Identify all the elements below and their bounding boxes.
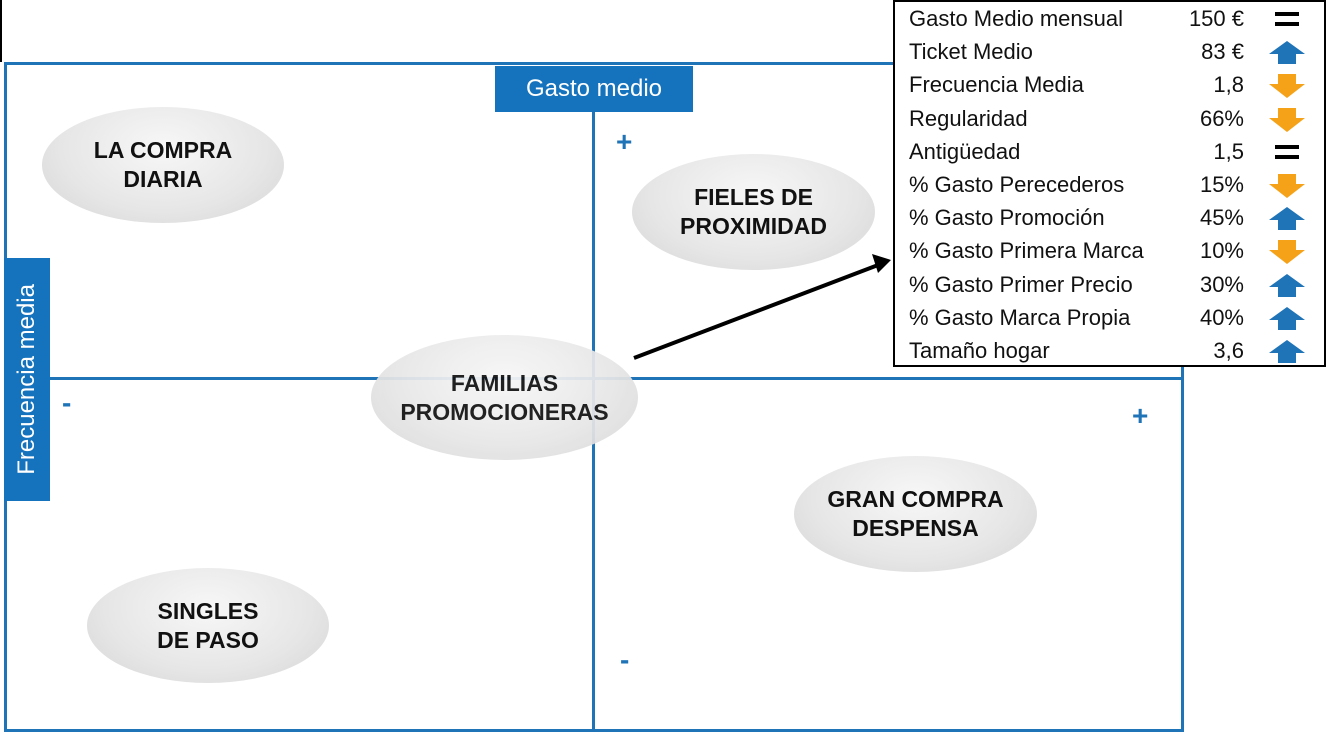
segment-fieles-de-proximidad: FIELES DE PROXIMIDAD <box>632 154 875 270</box>
legend-row: % Gasto Marca Propia 40% <box>895 302 1324 335</box>
arrow-up-icon <box>1265 338 1309 366</box>
legend-row-label: % Gasto Primera Marca <box>909 238 1144 264</box>
legend-row: % Gasto Primera Marca 10% <box>895 235 1324 268</box>
legend-row-label: Antigüedad <box>909 138 1021 164</box>
legend-row: Antigüedad 1,5 <box>895 136 1324 169</box>
arrow-up-icon <box>1265 305 1309 333</box>
arrow-down-icon <box>1265 238 1309 266</box>
arrow-up-icon <box>1265 39 1309 67</box>
equal-icon <box>1265 139 1309 167</box>
sign-top-plus: + <box>616 126 633 157</box>
arrow-up-icon <box>1265 272 1309 300</box>
legend-row-label: Ticket Medio <box>909 39 1033 65</box>
segment-gran-compra-despensa: GRAN COMPRA DESPENSA <box>794 456 1037 572</box>
arrow-down-icon <box>1265 106 1309 134</box>
axis-top-text: Gasto medio <box>525 75 663 102</box>
legend-row-label: Frecuencia Media <box>909 72 1084 98</box>
legend-row-label: Gasto Medio mensual <box>909 6 1123 31</box>
legend-row-label: Tamaño hogar <box>909 338 1050 363</box>
legend-row-value: 15% <box>1199 172 1244 197</box>
sign-right-plus: + <box>1132 400 1149 431</box>
arrow-down-icon <box>1265 172 1309 200</box>
legend-row: Gasto Medio mensual 150 € <box>895 3 1324 36</box>
legend-row: Frecuencia Media 1,8 <box>895 69 1324 102</box>
legend-row-value: 1,8 <box>1213 72 1244 98</box>
legend-row-value: 66% <box>1199 105 1244 131</box>
legend-row-label: % Gasto Marca Propia <box>909 304 1131 330</box>
legend-row: % Gasto Primer Precio 30% <box>895 269 1324 302</box>
legend-row: Ticket Medio 83 € <box>895 36 1324 69</box>
legend-row: Tamaño hogar 3,6 <box>895 335 1324 368</box>
legend-row-label: % Gasto Promoción <box>909 205 1105 231</box>
axis-label-frecuencia-media: Frecuencia media <box>4 258 50 501</box>
legend-row-value: 10% <box>1199 238 1244 264</box>
legend-row-label: Regularidad <box>909 105 1028 131</box>
legend-row-value: 30% <box>1199 271 1244 297</box>
sign-bottom-minus: - <box>620 644 630 675</box>
segment-la-compra-diaria: LA COMPRA DIARIA <box>42 107 284 223</box>
segment-familias-promocioneras: FAMILIAS PROMOCIONERAS <box>371 335 638 460</box>
profile-legend-box: Gasto Medio mensual 150 € Ticket Medio 83 €… <box>893 0 1326 367</box>
legend-row-value: 83 € <box>1201 39 1244 65</box>
top-left-divider <box>0 0 2 62</box>
axis-label-gasto-medio: Gasto medio <box>495 66 693 112</box>
legend-row-label: % Gasto Primer Precio <box>909 271 1133 297</box>
legend-row-value: 150 € <box>1188 6 1244 31</box>
arrow-down-icon <box>1265 72 1309 100</box>
legend-row-label: % Gasto Perecederos <box>909 172 1125 197</box>
legend-row: % Gasto Promoción 45% <box>895 202 1324 235</box>
legend-row: Regularidad 66% <box>895 103 1324 136</box>
segment-singles-de-paso: SINGLES DE PASO <box>87 568 329 683</box>
legend-row: % Gasto Perecederos 15% <box>895 169 1324 202</box>
legend-row-value: 1,5 <box>1213 138 1244 164</box>
equal-icon <box>1265 6 1309 34</box>
legend-row-value: 3,6 <box>1213 338 1244 363</box>
legend-row-value: 45% <box>1199 205 1244 231</box>
arrow-up-icon <box>1265 205 1309 233</box>
sign-left-minus: - <box>62 387 72 418</box>
legend-row-value: 40% <box>1199 304 1244 330</box>
